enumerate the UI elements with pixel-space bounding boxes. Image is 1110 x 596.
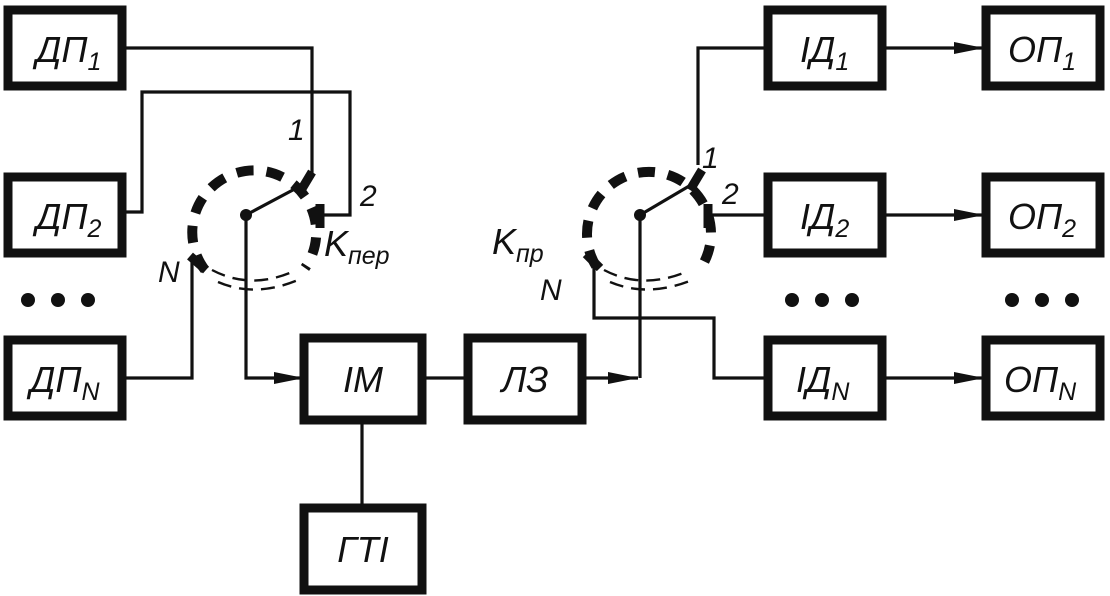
block-op2: ОП2: [981, 172, 1105, 258]
svg-text:ДП1: ДП1: [32, 29, 101, 76]
kpr-label-main: K: [492, 221, 518, 262]
idn-sub: N: [831, 378, 850, 406]
dpn-label: ДП: [26, 359, 82, 400]
block-im: ІМ: [299, 333, 427, 425]
kpr-label-sub: пр: [516, 240, 544, 268]
ellipsis-sources: [21, 293, 95, 307]
switch-kpr: 1 2 N Kпр: [492, 142, 739, 307]
svg-text:ІД1: ІД1: [800, 29, 849, 76]
switch-kper: 1 2 N Kпер: [158, 114, 390, 291]
kper-contact-n: [187, 252, 209, 274]
kpr-pivot: [634, 209, 646, 221]
dpn-sub: N: [81, 378, 100, 406]
kpr-pin-n: N: [540, 274, 562, 307]
gti-label: ГТІ: [337, 529, 389, 570]
dp1-label: ДП: [32, 29, 88, 70]
ellipsis-dots: [21, 293, 1079, 307]
kper-dashed-circle: [187, 165, 322, 274]
block-op1: ОП1: [981, 5, 1105, 91]
kpr-pin-1: 1: [702, 142, 719, 175]
id2-sub: 2: [834, 215, 849, 243]
dp2-sub: 2: [86, 215, 101, 243]
svg-text:ІД2: ІД2: [800, 196, 849, 243]
kper-pin-2: 2: [359, 180, 377, 213]
id2-label: ІД: [800, 196, 835, 237]
id1-sub: 1: [835, 48, 849, 76]
ellipsis-receivers: [1005, 293, 1079, 307]
kpr-dashed-circle: [582, 166, 716, 269]
block-opn: ОПN: [981, 335, 1105, 421]
kper-contact-1: [296, 169, 316, 195]
kper-mechanical-link: [211, 268, 293, 282]
op1-label: ОП: [1008, 29, 1063, 70]
svg-text:ДП2: ДП2: [32, 196, 101, 243]
lz-label: ЛЗ: [500, 359, 549, 400]
kpr-label: Kпр: [492, 221, 544, 268]
im-label: ІМ: [343, 359, 383, 400]
kpr-mechanical-link: [603, 268, 687, 282]
idn-label: ІД: [796, 359, 831, 400]
op1-sub: 1: [1062, 48, 1076, 76]
block-idn: ІДN: [763, 335, 887, 421]
op2-sub: 2: [1061, 215, 1076, 243]
block-gti: ГТІ: [299, 503, 427, 595]
kper-mechanical-link-2: [217, 278, 299, 291]
ellipsis-decoders: [785, 293, 859, 307]
wire-dp1-to-kper-1: [122, 46, 314, 178]
opn-sub: N: [1058, 378, 1077, 406]
kpr-contact-1: [686, 167, 706, 193]
block-dp1: ДП1: [3, 5, 127, 91]
wire-kpr-n-to-idn: [592, 262, 768, 380]
block-lz: ЛЗ: [463, 333, 587, 425]
kpr-contact-n: [582, 250, 604, 272]
kper-label-main: K: [324, 223, 350, 264]
kper-pivot: [240, 209, 252, 221]
wire-kpr-1-to-id1: [696, 46, 768, 165]
op2-label: ОП: [1008, 196, 1063, 237]
block-id1: ІД1: [763, 5, 887, 91]
wire-dpn-to-kper-n: [122, 262, 194, 380]
dp1-sub: 1: [87, 48, 101, 76]
kper-pin-n: N: [158, 256, 180, 289]
dp2-label: ДП: [32, 196, 88, 237]
svg-text:ОПN: ОПN: [1004, 359, 1077, 406]
svg-text:ІДN: ІДN: [796, 359, 850, 406]
kpr-pin-2: 2: [721, 178, 739, 211]
kpr-mechanical-link-2: [609, 278, 693, 291]
id1-label: ІД: [800, 29, 835, 70]
wire-dp2-to-kper-2: [122, 90, 352, 217]
wire-kper-to-im: [244, 215, 304, 384]
kper-label: Kпер: [324, 223, 390, 270]
block-dp2: ДП2: [3, 172, 127, 258]
connections: [122, 42, 984, 508]
svg-text:ДПN: ДПN: [26, 359, 100, 406]
svg-text:ОП1: ОП1: [1008, 29, 1076, 76]
opn-label: ОП: [1004, 359, 1059, 400]
kper-label-sub: пер: [348, 242, 390, 270]
svg-text:ОП2: ОП2: [1008, 196, 1076, 243]
block-id2: ІД2: [763, 172, 887, 258]
kper-pin-1: 1: [288, 114, 305, 147]
block-dpn: ДПN: [3, 335, 127, 421]
